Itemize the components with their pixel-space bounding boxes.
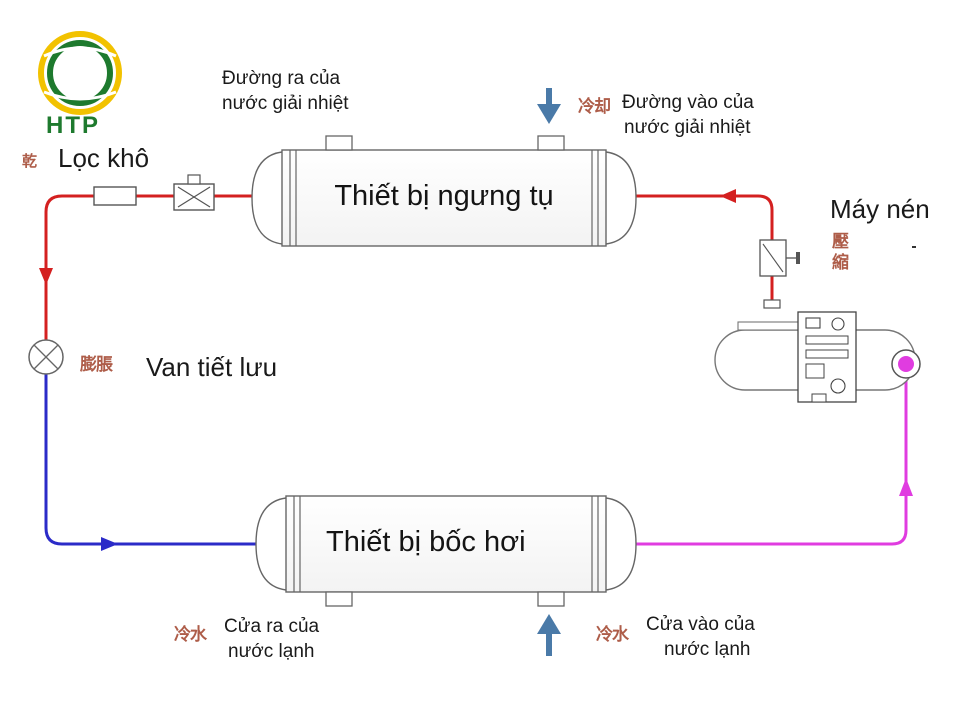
filter-drier-label: Lọc khô	[58, 143, 150, 173]
compressor-stamp: 壓縮	[832, 232, 849, 273]
condenser-water-out-line2: nước giải nhiệt	[222, 93, 349, 114]
discharge-pipe	[632, 194, 774, 300]
condenser-water-in-line1: Đường vào của	[622, 92, 754, 113]
liquid-pipe-low	[44, 374, 262, 546]
evaporator-water-out-line1: Cửa ra của	[224, 616, 320, 637]
evaporator-water-in-line2: nước lạnh	[664, 639, 751, 660]
liquid-pipe-high	[44, 194, 258, 340]
evaporator-in-stamp: 冷水	[596, 625, 629, 645]
condenser-water-in-arrow	[537, 88, 561, 124]
evaporator-water-in-line1: Cửa vào của	[646, 614, 755, 635]
evaporator-vessel	[255, 495, 637, 607]
condenser-water-in-label: Đường vào của nước giải nhiệt	[622, 90, 754, 140]
condenser-title: Thiết bị ngưng tụ	[334, 180, 554, 212]
evaporator-water-in-arrow	[537, 614, 561, 656]
flow-arrow-discharge	[720, 189, 736, 203]
condenser-water-in-line2: nước giải nhiệt	[624, 117, 751, 138]
filter-stamp: 乾	[22, 152, 37, 170]
condenser-water-out-line1: Đường ra của	[222, 68, 341, 89]
condenser-vessel	[251, 135, 637, 247]
expansion-valve-label: Van tiết lưu	[146, 352, 278, 382]
evaporator-water-out-line2: nước lạnh	[228, 641, 315, 662]
condenser-in-stamp: 冷却	[578, 97, 611, 117]
expansion-valve-symbol	[28, 339, 64, 375]
evaporator-title: Thiết bị bốc hơi	[326, 526, 526, 558]
evaporator-water-out-label: Cửa ra của nước lạnh	[224, 614, 319, 664]
compressor-label: Máy nén	[830, 194, 930, 224]
flow-arrow-suction	[899, 478, 913, 496]
filter-drier	[93, 186, 137, 206]
flow-arrow-evap-in	[101, 537, 118, 551]
condenser-water-out-label: Đường ra của nước giải nhiệt	[222, 66, 349, 116]
htp-logo	[38, 31, 122, 115]
compressor	[714, 311, 921, 403]
discharge-valve	[759, 239, 800, 309]
logo-text: HTP	[46, 112, 100, 139]
valve-stamp: 膨脹	[80, 355, 113, 375]
flow-arrow-liquid	[39, 268, 53, 285]
sight-glass-valve	[173, 174, 215, 211]
evaporator-water-in-label: Cửa vào của nước lạnh	[646, 612, 755, 662]
suction-pipe	[636, 380, 908, 546]
evaporator-out-stamp: 冷水	[174, 625, 207, 645]
